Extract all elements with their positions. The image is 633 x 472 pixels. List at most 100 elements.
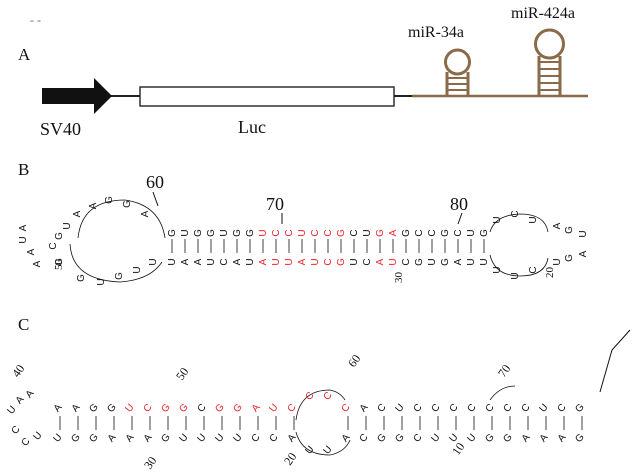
panel-c-pos-60: 60 bbox=[345, 352, 363, 370]
panel-b-pos-80: 80 bbox=[450, 194, 468, 214]
nucleotide: C bbox=[376, 402, 389, 415]
nucleotide: U bbox=[528, 216, 539, 223]
nucleotide: G bbox=[114, 272, 125, 280]
nucleotide: U bbox=[232, 432, 245, 445]
nucleotide: U bbox=[214, 432, 227, 445]
sv40-promoter-arrow bbox=[42, 78, 112, 114]
nucleotide: G bbox=[177, 402, 191, 415]
panel-b-label: B bbox=[18, 160, 29, 179]
nucleotide: A bbox=[388, 229, 399, 236]
nucleotide: U bbox=[271, 258, 282, 265]
panel-c-nucleotides: AUAGGGGAUACAGGGUCUGUGUACUCCACUCUCAACCGUG… bbox=[6, 388, 587, 457]
nucleotide: A bbox=[106, 432, 119, 444]
panel-c-pos-30: 30 bbox=[141, 454, 159, 472]
nucleotide: G bbox=[245, 229, 256, 237]
sv40-label: SV40 bbox=[40, 119, 81, 139]
nucleotide: U bbox=[196, 432, 209, 445]
nucleotide: U bbox=[219, 229, 230, 236]
nucleotide: U bbox=[466, 432, 479, 445]
nucleotide: G bbox=[573, 432, 587, 445]
panel-c-pos-40: 40 bbox=[9, 362, 27, 380]
panel-a: A SV40 Luc miR-34a bbox=[18, 5, 588, 139]
nucleotide: C bbox=[358, 432, 371, 445]
nucleotide: U bbox=[167, 258, 178, 265]
luciferase-box bbox=[139, 86, 395, 107]
nucleotide: C bbox=[520, 402, 533, 415]
nucleotide: U bbox=[578, 230, 589, 237]
nucleotide: A bbox=[578, 250, 589, 257]
nucleotide: C bbox=[510, 210, 521, 217]
nucleotide: C bbox=[219, 258, 230, 265]
mir-424a-label: miR-424a bbox=[511, 5, 575, 22]
nucleotide: A bbox=[52, 402, 65, 414]
nucleotide: C bbox=[271, 229, 282, 236]
nucleotide: C bbox=[142, 402, 155, 415]
nucleotide: G bbox=[336, 229, 347, 237]
nucleotide: G bbox=[105, 402, 119, 415]
nucleotide: A bbox=[24, 388, 37, 400]
nucleotide: C bbox=[448, 402, 461, 415]
panel-c-pos-70: 70 bbox=[495, 362, 513, 380]
hairpin-mir-424a bbox=[534, 28, 565, 96]
nucleotide: G bbox=[375, 229, 386, 237]
mir-34a-label: miR-34a bbox=[408, 24, 464, 41]
nucleotide: U bbox=[304, 444, 317, 457]
nucleotide: U bbox=[297, 229, 308, 236]
nucleotide: U bbox=[258, 229, 269, 236]
nucleotide: G bbox=[564, 254, 575, 262]
nucleotide: C bbox=[502, 402, 515, 415]
nucleotide: G bbox=[69, 432, 83, 445]
nucleotide: C bbox=[323, 229, 334, 236]
nucleotide: C bbox=[349, 229, 360, 236]
nucleotide: C bbox=[453, 229, 464, 236]
panel-b-pos-50: 50 bbox=[53, 259, 65, 271]
nucleotide: G bbox=[336, 258, 347, 266]
nucleotide: C bbox=[340, 402, 353, 415]
nucleotide: C bbox=[323, 258, 334, 265]
panel-c-pos-20: 20 bbox=[281, 450, 299, 468]
nucleotide: A bbox=[26, 248, 37, 255]
nucleotide: U bbox=[32, 430, 45, 443]
nucleotide: C bbox=[310, 229, 321, 236]
nucleotide: G bbox=[76, 274, 87, 282]
nucleotide: C bbox=[20, 436, 33, 449]
panel-b: B 60 70 80 50 30 20 GUUAGAGUUCGAGUUACUCU… bbox=[18, 160, 589, 286]
nucleotide: G bbox=[159, 432, 173, 445]
nucleotide: U bbox=[96, 278, 107, 285]
nucleotide: A bbox=[140, 210, 151, 217]
nucleotide: U bbox=[552, 258, 563, 265]
nucleotide: G bbox=[393, 432, 407, 445]
nucleotide: G bbox=[401, 229, 412, 237]
nucleotide: U bbox=[268, 402, 281, 415]
panel-c: C 40 50 60 70 30 20 10 AUAGGGGAUACAGGGUC… bbox=[6, 315, 631, 472]
nucleotide: U bbox=[492, 266, 503, 273]
nucleotide: C bbox=[401, 258, 412, 265]
nucleotide: G bbox=[193, 229, 204, 237]
nucleotide: A bbox=[142, 432, 155, 444]
hairpin-mir-34a bbox=[444, 48, 471, 96]
nucleotide: A bbox=[180, 258, 191, 265]
nucleotide: G bbox=[440, 229, 451, 237]
nucleotide: A bbox=[556, 432, 569, 444]
nucleotide: G bbox=[573, 402, 587, 415]
nucleotide: A bbox=[453, 258, 464, 265]
nucleotide: A bbox=[520, 432, 533, 444]
nucleotide: G bbox=[479, 229, 490, 237]
nucleotide: C bbox=[412, 402, 425, 415]
nucleotide: U bbox=[284, 258, 295, 265]
nucleotide: U bbox=[362, 229, 373, 236]
nucleotide: C bbox=[250, 432, 263, 445]
nucleotide: G bbox=[159, 402, 173, 415]
nucleotide: U bbox=[206, 258, 217, 265]
nucleotide: G bbox=[414, 258, 425, 266]
nucleotide: U bbox=[510, 272, 521, 279]
nucleotide: A bbox=[232, 258, 243, 265]
nucleotide: A bbox=[72, 210, 83, 217]
nucleotide: C bbox=[304, 390, 317, 403]
nucleotide: U bbox=[349, 258, 360, 265]
nucleotide: G bbox=[440, 258, 451, 266]
nucleotide: U bbox=[466, 229, 477, 236]
nucleotide: G bbox=[483, 432, 497, 445]
nucleotide: A bbox=[358, 402, 371, 414]
nucleotide: A bbox=[552, 222, 563, 229]
